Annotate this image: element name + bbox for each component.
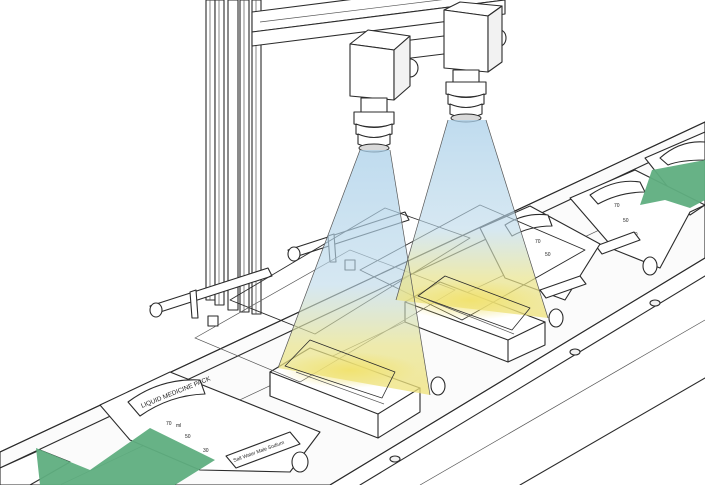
flow-arrow-far-right: [640, 160, 705, 208]
light-beam-left: [278, 150, 430, 395]
level-mark-70: 70: [166, 421, 172, 427]
svg-text:70: 70: [614, 203, 620, 209]
svg-text:50: 50: [545, 252, 551, 258]
level-unit-70: ml: [176, 423, 181, 429]
svg-text:70: 70: [535, 239, 541, 245]
bags-in-trays: [284, 275, 531, 405]
flow-arrows: [36, 160, 705, 485]
camera-right: [443, 1, 503, 123]
support-frame: [205, 0, 506, 315]
light-beams: [277, 119, 549, 396]
inspection-zone-left: [282, 352, 418, 388]
inspection-zone-right: [398, 280, 542, 320]
level-mark-50: 50: [185, 434, 191, 440]
rail-bolts: [389, 299, 661, 463]
handle-bar-left: [149, 267, 273, 327]
level-mark-30: 30: [203, 448, 209, 454]
flow-arrow-left: [36, 428, 215, 485]
svg-text:50: 50: [623, 218, 629, 224]
camera-left: [349, 29, 411, 153]
